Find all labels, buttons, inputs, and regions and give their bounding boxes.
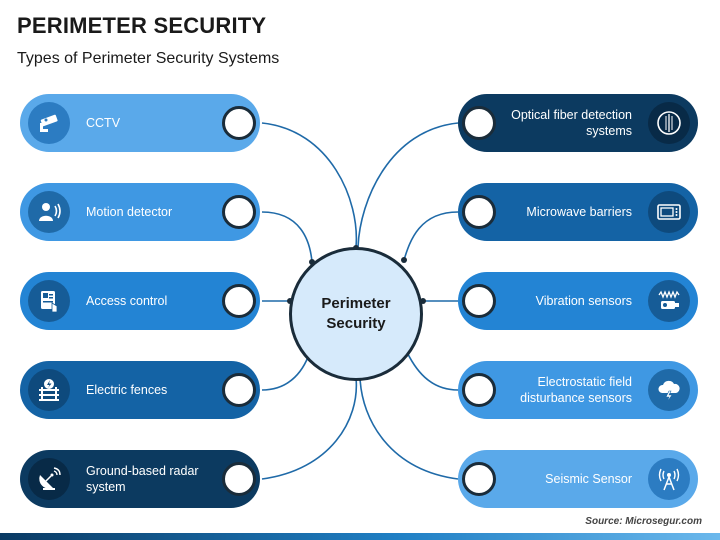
item-ground-radar: Ground-based radar system <box>20 450 260 508</box>
item-label: Electrostatic field disturbance sensors <box>520 375 632 405</box>
radar-dish-icon <box>28 458 70 500</box>
access-control-icon <box>28 280 70 322</box>
item-electric-fences: Electric fences <box>20 361 260 419</box>
cctv-camera-icon <box>28 102 70 144</box>
electric-fence-icon <box>28 369 70 411</box>
seismic-antenna-icon <box>648 458 690 500</box>
item-label: Electric fences <box>86 383 168 397</box>
item-label: Motion detector <box>86 205 173 219</box>
connector-node <box>462 284 496 318</box>
item-label: Seismic Sensor <box>545 472 632 486</box>
connector-node <box>222 462 256 496</box>
optical-fiber-icon <box>648 102 690 144</box>
microwave-icon <box>648 191 690 233</box>
connector-node <box>222 106 256 140</box>
wire-radar <box>261 377 358 480</box>
item-vibration-sensors: Vibration sensors <box>458 272 698 330</box>
item-label: CCTV <box>86 116 121 130</box>
item-motion-detector: Motion detector <box>20 183 260 241</box>
wire-electrostatic <box>404 347 459 391</box>
connector-node <box>462 462 496 496</box>
wire-optical <box>357 122 459 248</box>
page-subtitle: Types of Perimeter Security Systems <box>17 50 280 67</box>
item-label: Vibration sensors <box>535 294 632 308</box>
item-access-control: Access control <box>20 272 260 330</box>
item-label: Microwave barriers <box>526 205 632 219</box>
item-seismic-sensor: Seismic Sensor <box>458 450 698 508</box>
connector-node <box>462 106 496 140</box>
connector-node <box>222 373 256 407</box>
bottom-accent-bar <box>0 533 720 540</box>
item-label: Access control <box>86 294 168 308</box>
connector-node <box>222 195 256 229</box>
item-label: Ground-based radar system <box>86 464 199 494</box>
connector-node <box>462 373 496 407</box>
wire-motion <box>261 211 313 263</box>
item-microwave-barriers: Microwave barriers <box>458 183 698 241</box>
item-cctv: CCTV <box>20 94 260 152</box>
item-electrostatic-sensors: Electrostatic field disturbance sensors <box>458 361 698 419</box>
source-credit: Source: Microsegur.com <box>585 516 702 527</box>
item-label: Optical fiber detection systems <box>511 108 632 138</box>
motion-detector-icon <box>28 191 70 233</box>
hub-label: Perimeter Security <box>321 295 391 332</box>
connector-node <box>222 284 256 318</box>
vibration-sensor-icon <box>648 280 690 322</box>
wire-seismic <box>359 377 459 480</box>
electrostatic-cloud-icon <box>648 369 690 411</box>
item-optical-fiber: Optical fiber detection systems <box>458 94 698 152</box>
wire-microwave <box>403 211 459 261</box>
central-hub: Perimeter Security <box>289 247 423 381</box>
page-title: PERIMETER SECURITY <box>17 13 267 38</box>
wire-cctv <box>261 122 358 248</box>
connector-node <box>462 195 496 229</box>
